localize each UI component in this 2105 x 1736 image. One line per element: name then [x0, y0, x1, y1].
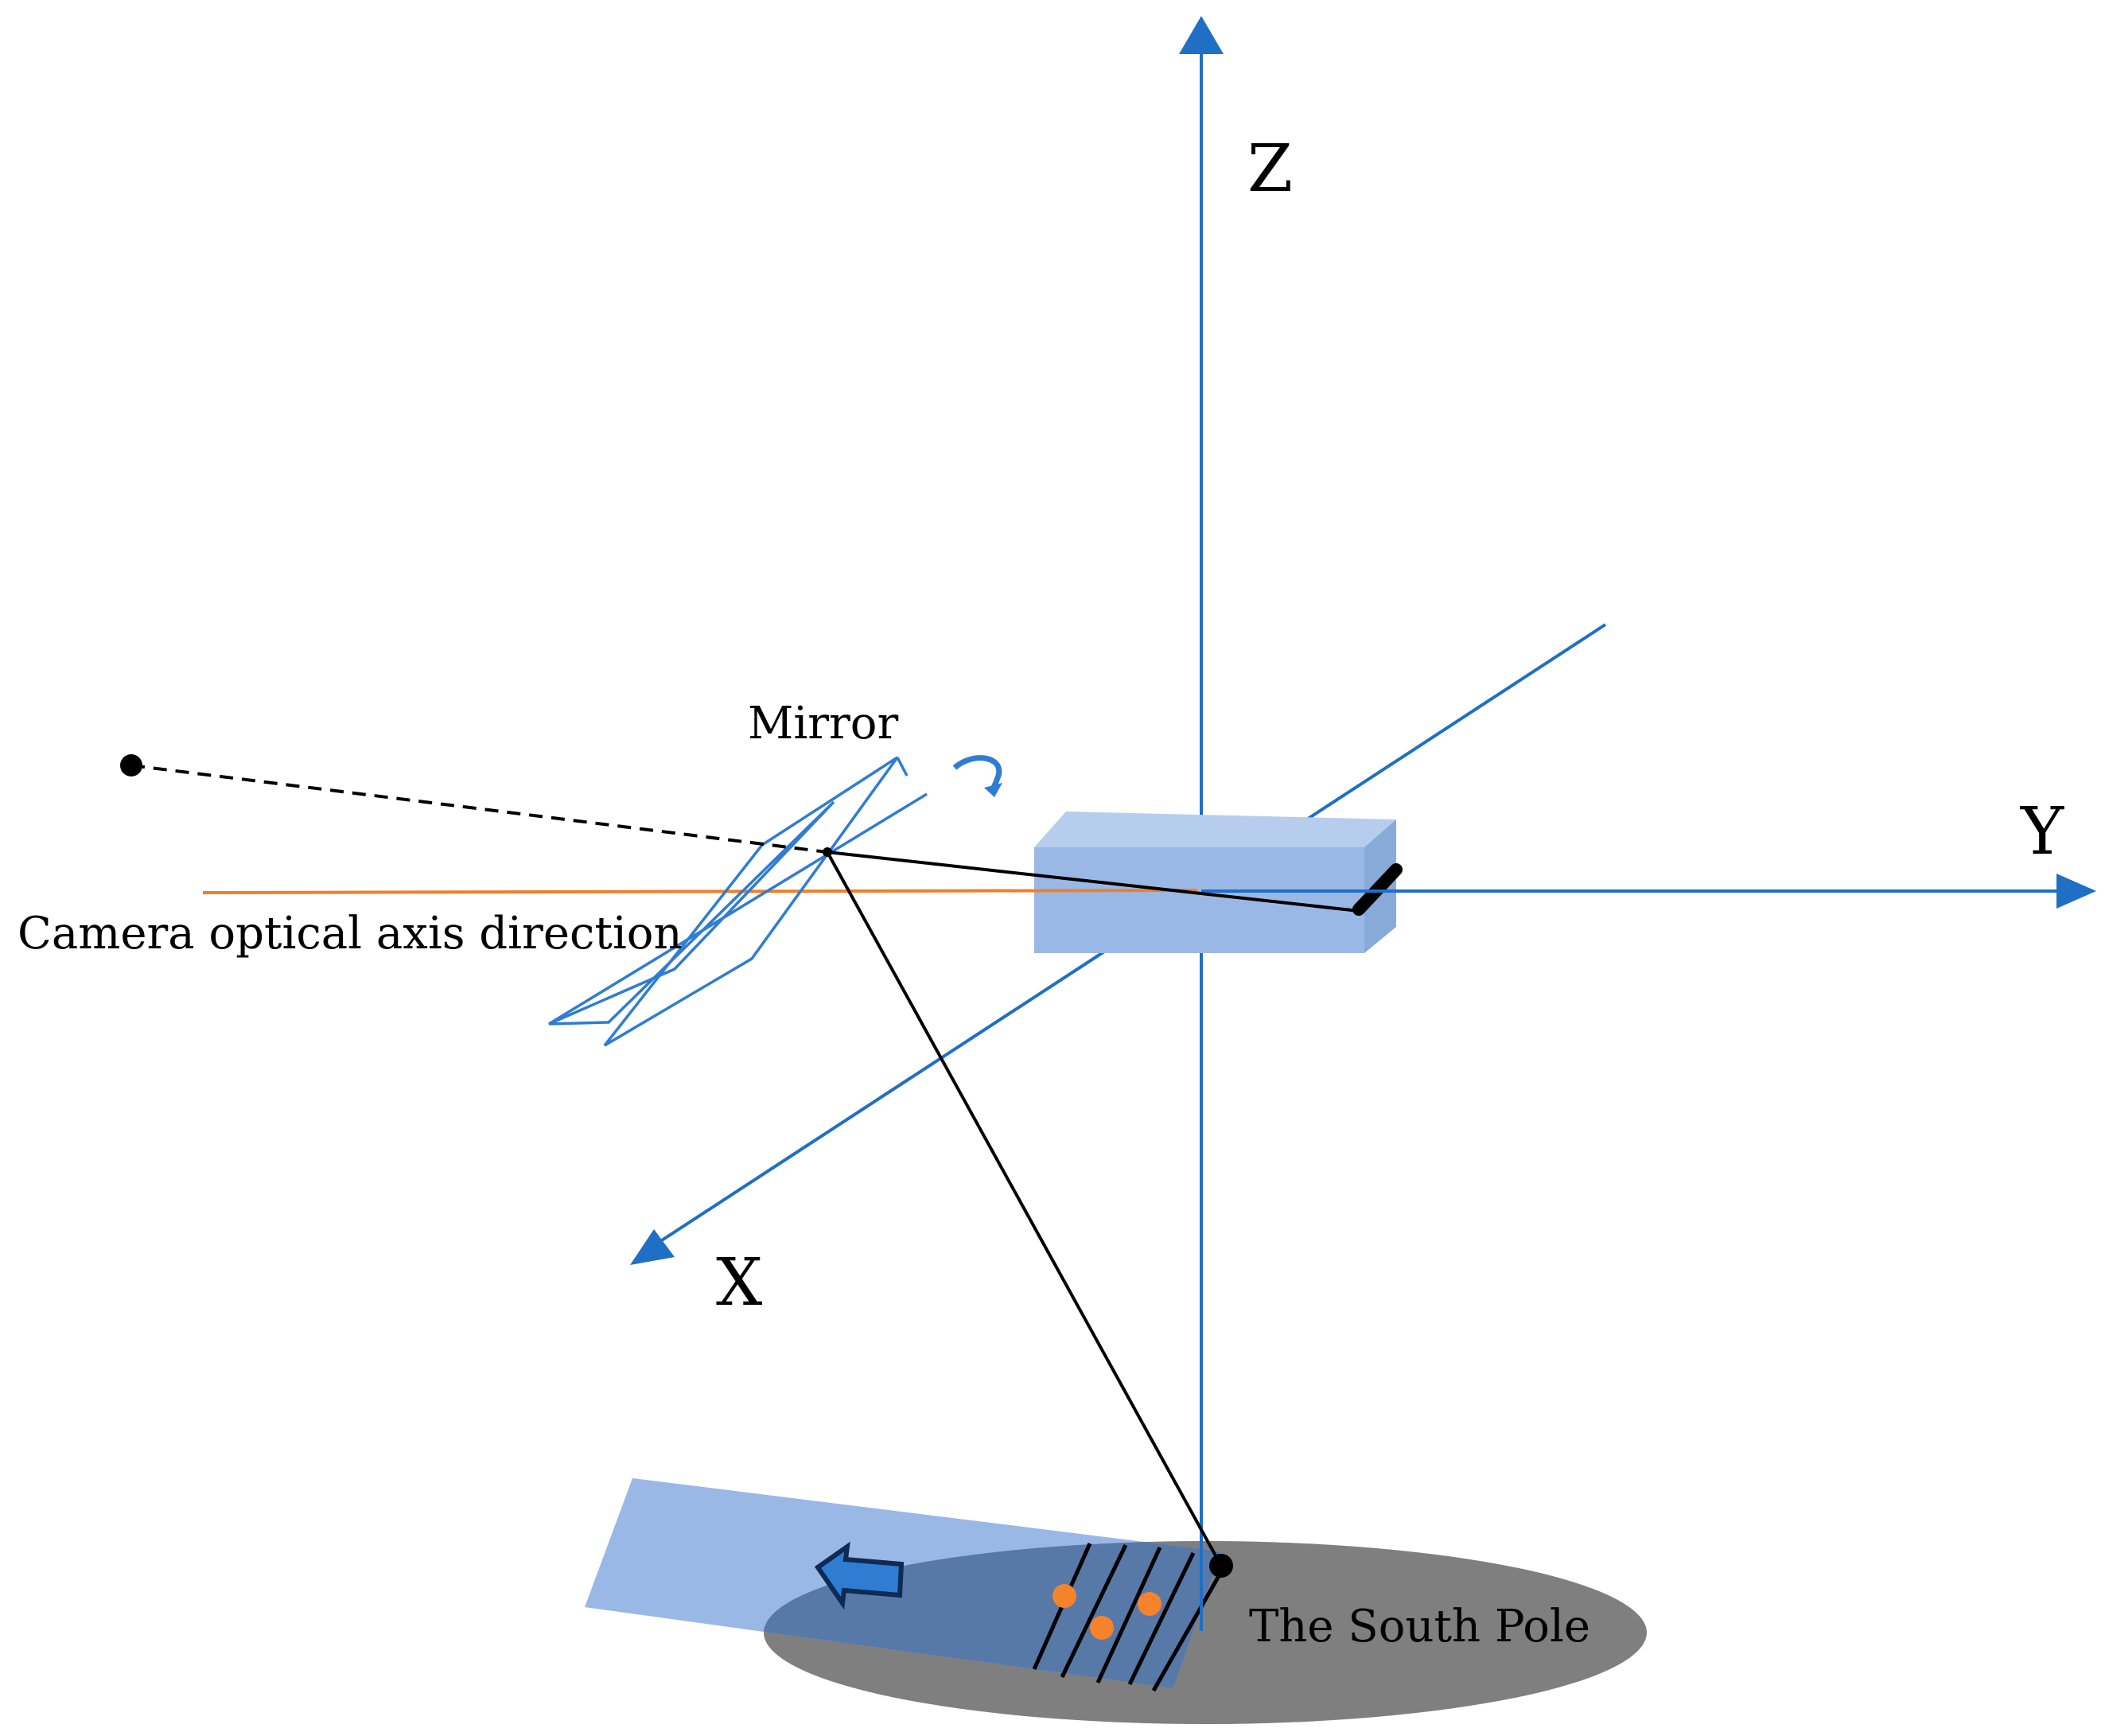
- south-pole-label: The South Pole: [1249, 1601, 1590, 1652]
- target-point: [1138, 1592, 1161, 1616]
- x-axis-label: X: [716, 1245, 762, 1321]
- camera-body: [1034, 812, 1396, 953]
- left-arrow-icon: [814, 1541, 905, 1610]
- z-axis-arrowhead: [1179, 16, 1224, 54]
- ray-to-south-pole: [826, 851, 1223, 1567]
- x-axis-arrowhead: [630, 1229, 675, 1265]
- incident-ray-dashed: [130, 764, 828, 854]
- rotation-arrowhead: [984, 783, 1002, 797]
- imaging-swath-overlap: [764, 1541, 1221, 1688]
- mirror-label: Mirror: [748, 698, 899, 749]
- reflected-ray-to-camera: [827, 850, 1360, 913]
- mirror-intersection: [823, 847, 832, 857]
- z-axis-label: Z: [1247, 131, 1293, 207]
- optical-axis-label: Camera optical axis direction: [18, 908, 683, 959]
- south-pole-point: [1209, 1554, 1233, 1578]
- y-axis-arrowhead: [2056, 874, 2096, 909]
- y-axis-label: Y: [2020, 794, 2064, 870]
- mirror-plates: [548, 756, 928, 1047]
- optical-axis-line: [202, 889, 1198, 894]
- target-point: [1090, 1616, 1114, 1640]
- rotation-arrow-icon: [952, 755, 1002, 791]
- source-point: [120, 754, 142, 777]
- target-point: [1052, 1584, 1076, 1608]
